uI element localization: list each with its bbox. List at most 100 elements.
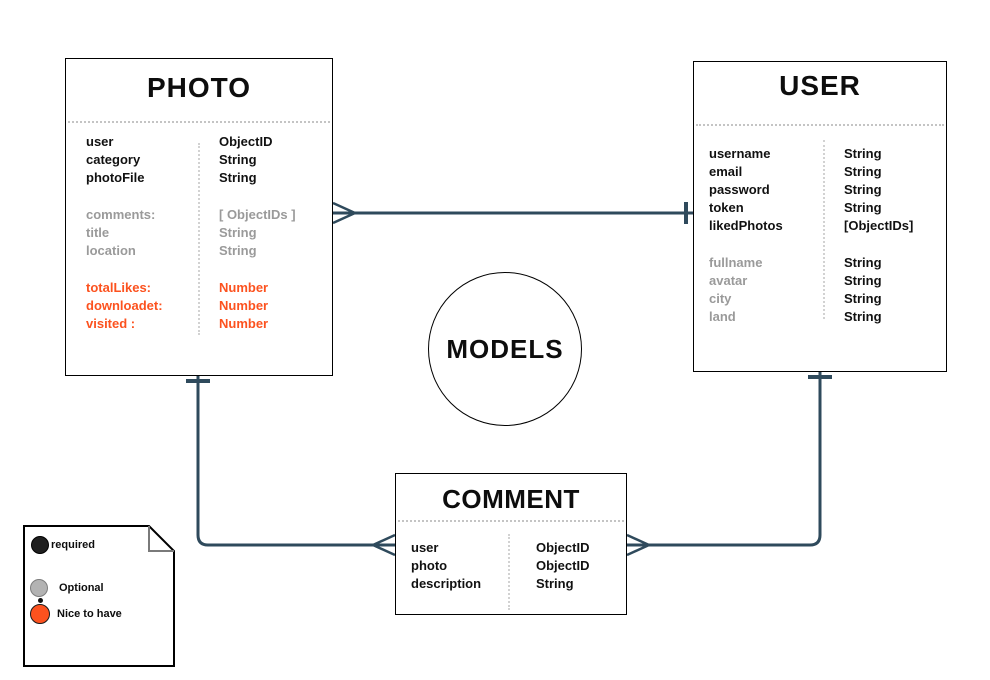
column-divider: [823, 140, 825, 319]
field-type: Number: [219, 298, 269, 313]
field-row: city String: [694, 290, 946, 308]
field-row: category String: [66, 151, 332, 169]
field-row: user ObjectID: [66, 133, 332, 151]
field-name: likedPhotos: [709, 218, 783, 233]
field-row: username String: [694, 145, 946, 163]
field-type: String: [219, 243, 257, 258]
field-name: email: [709, 164, 743, 179]
field-name: totalLikes:: [86, 280, 152, 295]
crow-foot-comment-left-icon: [369, 533, 396, 557]
connector-user-comment-line: [627, 372, 822, 547]
field-row: photo ObjectID: [396, 557, 626, 575]
legend-label: required: [51, 539, 96, 551]
field-name: city: [709, 291, 732, 306]
field-type: String: [536, 576, 574, 591]
field-row: land String: [694, 308, 946, 326]
field-type: String: [219, 152, 257, 167]
field-name: visited :: [86, 316, 136, 331]
field-name: location: [86, 243, 136, 258]
connector-photo-comment[interactable]: [186, 376, 396, 557]
connector-photo-comment-line: [196, 376, 395, 547]
field-name: avatar: [709, 273, 748, 288]
field-name: token: [709, 200, 744, 215]
field-type: String: [844, 146, 882, 161]
field-row: user ObjectID: [396, 539, 626, 557]
field-type: [ObjectIDs]: [844, 218, 914, 233]
field-type: String: [844, 164, 882, 179]
field-row: likedPhotos [ObjectIDs]: [694, 217, 946, 235]
field-name: password: [709, 182, 770, 197]
field-row: visited : Number: [66, 315, 332, 333]
title-separator: [398, 520, 624, 522]
field-row: totalLikes: Number: [66, 279, 332, 297]
legend-label: Optional: [59, 582, 104, 594]
field-name: fullname: [709, 255, 763, 270]
crow-foot-comment-right-icon: [626, 533, 653, 557]
field-name: category: [86, 152, 141, 167]
title-separator: [68, 121, 330, 123]
field-name: land: [709, 309, 736, 324]
nice-to-have-swatch-icon: [30, 604, 50, 624]
field-row: avatar String: [694, 272, 946, 290]
field-type: String: [844, 291, 882, 306]
field-row: password String: [694, 181, 946, 199]
field-name: title: [86, 225, 110, 240]
legend-note[interactable]: required Optional Nice to have: [23, 525, 175, 667]
field-row: comments: [ ObjectIDs ]: [66, 206, 332, 224]
entity-user-title: USER: [779, 70, 861, 101]
models-label: MODELS: [446, 333, 564, 364]
field-type: [ ObjectIDs ]: [219, 207, 296, 222]
field-type: String: [219, 225, 257, 240]
field-row: title String: [66, 224, 332, 242]
required-swatch-icon: [31, 536, 49, 554]
field-row: photoFile String: [66, 169, 332, 187]
field-name: photo: [411, 558, 448, 573]
field-row: fullname String: [694, 254, 946, 272]
field-type: ObjectID: [536, 540, 590, 555]
field-name: photoFile: [86, 170, 145, 185]
field-type: ObjectID: [219, 134, 273, 149]
field-row: downloadet: Number: [66, 297, 332, 315]
field-row: description String: [396, 575, 626, 593]
field-name: comments:: [86, 207, 156, 222]
field-type: String: [844, 182, 882, 197]
column-divider: [508, 534, 510, 610]
models-circle[interactable]: MODELS: [428, 272, 582, 426]
connector-photo-user[interactable]: [332, 201, 693, 225]
field-name: description: [411, 576, 482, 591]
entity-photo-title: PHOTO: [146, 72, 252, 103]
field-row: email String: [694, 163, 946, 181]
field-row: location String: [66, 242, 332, 260]
field-name: user: [86, 134, 114, 149]
legend-item-optional: Optional: [30, 579, 104, 597]
field-type: String: [844, 255, 882, 270]
field-name: username: [709, 146, 771, 161]
legend-dot-icon: [38, 598, 43, 603]
note-shape-icon: [23, 525, 175, 667]
field-type: ObjectID: [536, 558, 590, 573]
field-row: token String: [694, 199, 946, 217]
entity-comment-title: COMMENT: [442, 484, 580, 514]
field-name: user: [411, 540, 439, 555]
field-name: downloadet:: [86, 298, 163, 313]
optional-swatch-icon: [30, 579, 48, 597]
legend-item-required: required: [31, 536, 95, 554]
field-type: Number: [219, 280, 269, 295]
field-type: String: [844, 200, 882, 215]
column-divider: [198, 143, 200, 335]
field-type: String: [844, 309, 882, 324]
legend-label: Nice to have: [57, 608, 122, 620]
connector-user-comment[interactable]: [626, 372, 832, 557]
field-type: Number: [219, 316, 269, 331]
field-type: String: [219, 170, 257, 185]
legend-item-nice-to-have: Nice to have: [30, 604, 122, 624]
crow-foot-photo-icon: [332, 201, 359, 225]
field-type: String: [844, 273, 882, 288]
